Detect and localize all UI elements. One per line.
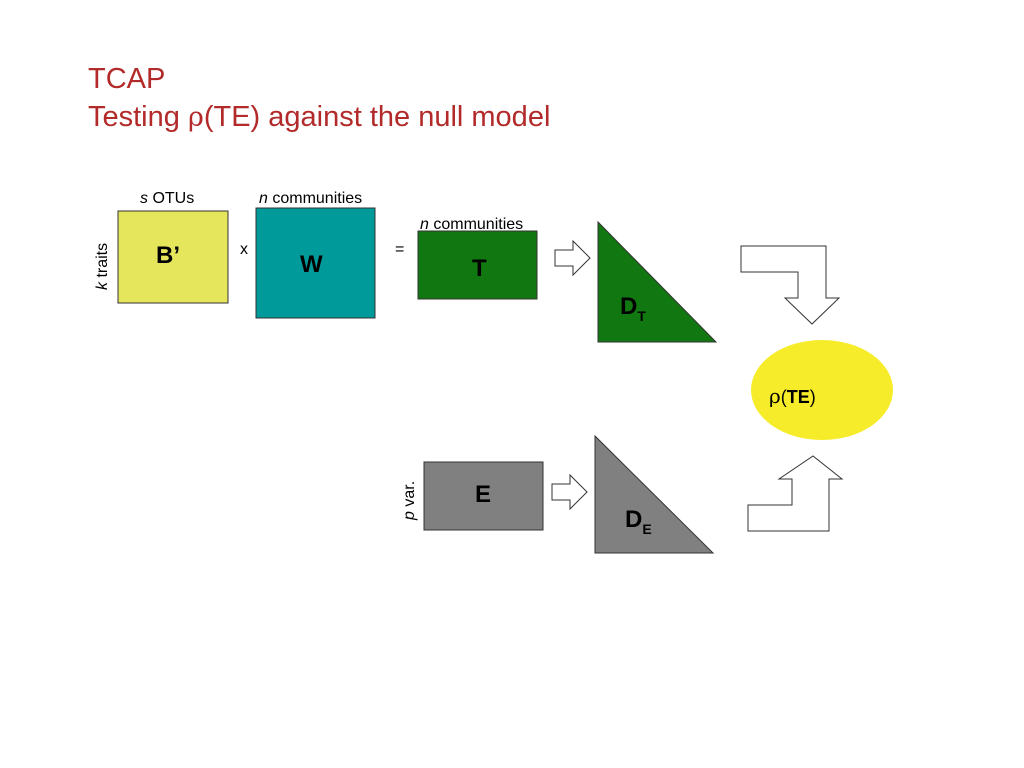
rho-te-label: ρ(TE) — [769, 384, 816, 408]
de-label-subscript: E — [642, 521, 651, 537]
k-traits-label: k traits — [94, 243, 111, 290]
w-block — [255, 207, 376, 319]
w-communities-label-rest: communities — [268, 190, 362, 207]
p-var-label-italic: p — [401, 511, 418, 521]
w-communities-label: n communities — [259, 190, 362, 207]
de-label: DE — [625, 506, 652, 537]
e-to-de-arrow-icon — [551, 473, 588, 511]
b-prime-block — [117, 210, 229, 304]
rho-te-close: ) — [810, 387, 816, 407]
s-otus-label-italic: s — [140, 190, 148, 207]
e-block — [423, 461, 544, 531]
e-label: E — [475, 481, 491, 508]
p-var-label-rest: var. — [401, 481, 418, 511]
de-label-main: D — [625, 506, 642, 533]
multiply-operator: x — [240, 241, 248, 258]
bent-arrow-up-icon — [747, 455, 844, 532]
k-traits-label-italic: k — [94, 281, 111, 290]
w-communities-label-italic: n — [259, 190, 268, 207]
title-rho-symbol: ρ — [187, 102, 204, 133]
s-otus-label-rest: OTUs — [148, 190, 194, 207]
t-communities-label: n communities — [420, 216, 523, 233]
p-var-label: p var. — [401, 481, 418, 521]
equals-operator: = — [395, 241, 404, 258]
title-line-2-suffix: (TE) against the null model — [203, 101, 551, 133]
w-label: W — [300, 251, 323, 278]
title-line-2: Testing ρ(TE) against the null model — [88, 98, 550, 137]
dt-triangle — [597, 220, 718, 343]
dt-label-main: D — [620, 293, 637, 320]
t-to-dt-arrow-icon — [554, 239, 591, 277]
rho-te-rho: ρ — [769, 384, 781, 408]
t-communities-label-rest: communities — [429, 216, 523, 233]
t-block — [417, 230, 538, 300]
slide-title: TCAP Testing ρ(TE) against the null mode… — [88, 60, 550, 137]
t-label: T — [472, 255, 487, 282]
de-triangle — [594, 434, 715, 554]
title-line-2-prefix: Testing — [88, 101, 188, 133]
bent-arrow-down-icon — [740, 245, 841, 325]
dt-label: DT — [620, 293, 646, 324]
t-communities-label-italic: n — [420, 216, 429, 233]
rho-te-te: TE — [787, 387, 810, 407]
k-traits-label-rest: traits — [94, 243, 111, 282]
b-prime-label: B’ — [156, 242, 180, 269]
s-otus-label: s OTUs — [140, 190, 194, 207]
rho-te-open: ( — [781, 387, 787, 407]
rho-te-ellipse — [751, 340, 893, 440]
dt-label-subscript: T — [637, 308, 646, 324]
title-line-1: TCAP — [88, 63, 166, 95]
